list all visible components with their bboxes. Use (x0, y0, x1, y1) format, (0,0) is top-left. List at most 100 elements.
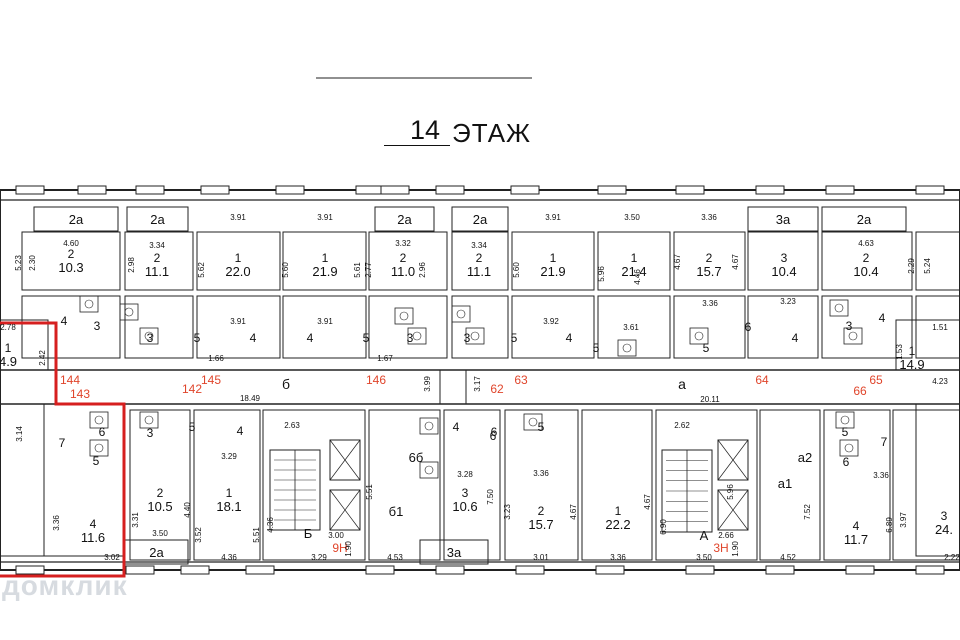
balcony-label-1: 2а (150, 212, 165, 227)
dimension-label: 2.98 (127, 257, 136, 273)
balcony-1 (126, 206, 189, 232)
dimension-label: 3.36 (701, 213, 717, 222)
dimension-label: 5.96 (726, 484, 735, 500)
dimension-label: 3.31 (131, 512, 140, 528)
dimension-label: 4.23 (932, 377, 948, 386)
fixture-bowl-8 (694, 331, 704, 341)
room-top-8 (673, 231, 746, 291)
fixture-bowl-1 (124, 307, 134, 317)
room-bottom-9 (823, 409, 891, 561)
dimension-label: 1.51 (932, 323, 948, 332)
service-room-label: 5 (194, 331, 201, 345)
window-bottom (180, 565, 210, 575)
service-room-label: 4 (61, 314, 68, 328)
lift-a1 (717, 439, 749, 481)
lift-b1-x2 (329, 439, 361, 481)
dimension-label: 3.14 (15, 426, 24, 442)
dimension-label: 3.97 (899, 512, 908, 528)
fixture-bowl-9 (834, 303, 844, 313)
fixture-8 (689, 327, 709, 345)
window-top (200, 185, 230, 195)
service-room-label: 6 (491, 425, 498, 439)
dimension-label: 2.30 (28, 255, 37, 271)
floor-number-underline (384, 145, 450, 146)
balcony-2 (374, 206, 435, 232)
service-room-label: 4 (237, 424, 244, 438)
window-bottom (125, 565, 155, 575)
lift-a1-x2 (717, 439, 749, 481)
service-room-label: 5 (703, 341, 710, 355)
service-block-6 (511, 295, 595, 359)
fixture-3 (394, 307, 414, 325)
service-room-label: 5 (93, 454, 100, 468)
room-bottom-1 (193, 409, 261, 561)
dimension-label: 4.40 (183, 502, 192, 518)
fixture-bowl-10 (848, 331, 858, 341)
room-top-0 (21, 231, 121, 291)
dimension-label: 1.90 (731, 541, 740, 557)
service-room-label: 7 (59, 436, 66, 450)
highlighted-apartment (0, 321, 126, 578)
service-room-label: 4 (250, 331, 257, 345)
room-top-4 (368, 231, 448, 291)
dimension-label: 3.91 (317, 213, 333, 222)
dimension-label: 3.02 (104, 553, 120, 562)
room-number: 2 (863, 251, 870, 265)
dimension-label: 2.63 (284, 421, 300, 430)
room-area: 11.1 (145, 264, 169, 279)
room-area: 10.6 (452, 499, 477, 514)
dimension-label: 3.91 (230, 213, 246, 222)
section-number: 143 (70, 387, 90, 401)
balcony-3 (451, 206, 509, 232)
service-room-label: 5 (593, 341, 600, 355)
window-bottom (435, 565, 465, 575)
room-bottom-4 (443, 409, 501, 561)
section-number: 66 (853, 384, 867, 398)
fixture-bowl-0 (84, 299, 94, 309)
corridor-label: а (678, 376, 686, 392)
dimension-label: 7.50 (486, 489, 495, 505)
room-number: 4 (853, 519, 860, 533)
service-block-8 (673, 295, 746, 359)
balcony-7 (419, 539, 489, 565)
balcony-0 (33, 206, 119, 232)
room-area: 11.0 (391, 264, 415, 279)
service-room-label: 6 (99, 425, 106, 439)
dimension-label: 4.36 (221, 553, 237, 562)
room-area: 24. (935, 522, 953, 537)
fixture-4 (407, 327, 427, 345)
room-area: 21.4 (621, 264, 646, 279)
service-room-label: 7 (881, 435, 888, 449)
corridor-label: 6б (409, 450, 424, 465)
dimension-label: 3.91 (230, 317, 246, 326)
room-area: 10.4 (853, 264, 878, 279)
room-bottom-0 (129, 409, 191, 561)
service-block-9 (747, 295, 819, 359)
fixture-2 (139, 327, 159, 345)
dimension-label: 3.01 (533, 553, 549, 562)
room-bottom-8 (759, 409, 821, 561)
room-area: 15.7 (528, 517, 553, 532)
service-room-label: 3 (464, 331, 471, 345)
room-number: 1 (235, 251, 242, 265)
room-number: 2 (157, 486, 164, 500)
fixture-bowl-17 (844, 443, 854, 453)
room-top-2 (196, 231, 281, 291)
corridor-label: 3Н (713, 541, 728, 555)
dimension-label: 4.67 (731, 254, 740, 270)
window-top (77, 185, 107, 195)
window-top (915, 185, 945, 195)
room-area: 22.2 (605, 517, 630, 532)
room-bottom-3 (368, 409, 441, 561)
dimension-label: 5.23 (14, 255, 23, 271)
dimension-label: 1.53 (895, 344, 904, 360)
room-left-top (0, 319, 49, 371)
fixture-13 (139, 411, 159, 429)
fixture-bowl-5 (456, 309, 466, 319)
room-area: 14.9 (899, 357, 924, 372)
dimension-label: 4.63 (858, 239, 874, 248)
dimension-label: 4.36 (266, 517, 275, 533)
window-top (435, 185, 465, 195)
room-number: 1 (322, 251, 329, 265)
